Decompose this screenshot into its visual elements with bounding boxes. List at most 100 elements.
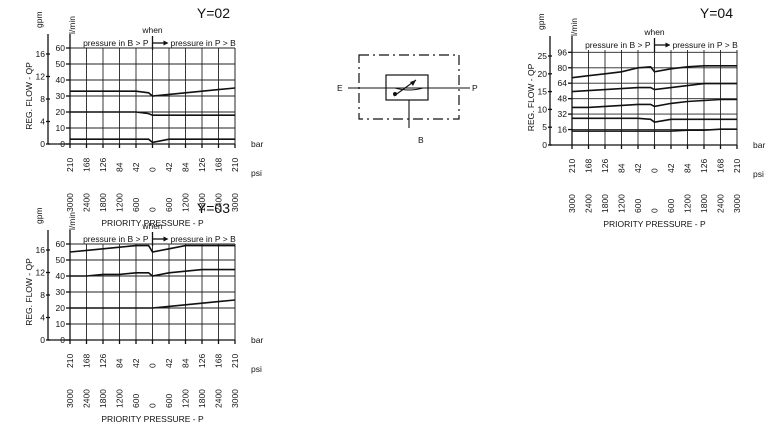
- bar-tick-label: 210: [732, 159, 742, 173]
- lmin-tick-label: 50: [56, 255, 66, 265]
- psi-tick-label: 1200: [115, 193, 125, 212]
- unit-psi: psi: [251, 168, 262, 178]
- lmin-tick-label: 60: [56, 239, 66, 249]
- chart-3: Y=04210300016824001261800841200426000042…: [526, 5, 765, 229]
- lmin-tick-label: 80: [558, 63, 568, 73]
- series-line-5: [572, 128, 737, 132]
- lmin-tick-label: 20: [56, 107, 66, 117]
- lmin-tick-label: 50: [56, 59, 66, 69]
- series-line-1: [70, 87, 236, 97]
- lmin-tick-label: 10: [56, 319, 66, 329]
- psi-tick-label: 0: [650, 208, 660, 213]
- unit-psi: psi: [251, 364, 262, 374]
- lmin-tick-label: 20: [56, 303, 66, 313]
- psi-tick-label: 3000: [230, 193, 240, 212]
- series-line-2: [70, 268, 235, 277]
- unit-lmin: l/min: [67, 16, 77, 34]
- bar-tick-label: 84: [617, 163, 627, 173]
- sensing-dot: [393, 92, 397, 96]
- annotation-right: pressure in P > B: [171, 38, 237, 48]
- psi-tick-label: 1800: [98, 193, 108, 212]
- annotation-arrow-head: [163, 40, 169, 46]
- annotation-when: when: [141, 25, 163, 35]
- psi-tick-label: 0: [148, 207, 158, 212]
- bar-tick-label: 84: [181, 162, 191, 172]
- bar-tick-label: 42: [666, 163, 676, 173]
- series-line-1: [69, 244, 235, 253]
- bar-tick-label: 84: [115, 162, 125, 172]
- psi-tick-label: 3000: [65, 389, 75, 408]
- psi-tick-label: 3000: [230, 389, 240, 408]
- bar-tick-label: 126: [197, 158, 207, 172]
- bar-tick-label: 210: [65, 158, 75, 172]
- gpm-tick-label: 12: [36, 268, 46, 278]
- series-line-3: [70, 138, 235, 144]
- lmin-tick-label: 40: [56, 271, 66, 281]
- port-e-label: E: [337, 83, 343, 93]
- bar-tick-label: 42: [131, 162, 141, 172]
- bar-tick-label: 126: [197, 354, 207, 368]
- psi-tick-label: 600: [633, 199, 643, 213]
- series-line-1: [571, 65, 737, 79]
- bar-tick-label: 84: [115, 358, 125, 368]
- bar-tick-label: 126: [600, 159, 610, 173]
- psi-tick-label: 2400: [584, 194, 594, 213]
- gpm-tick-label: 8: [40, 290, 45, 300]
- series-line-3: [572, 98, 737, 109]
- annotation-left: pressure in B > P: [83, 234, 149, 244]
- unit-psi: psi: [753, 169, 764, 179]
- gpm-tick-label: 16: [36, 245, 46, 255]
- lmin-tick-label: 40: [56, 75, 66, 85]
- bar-tick-label: 42: [164, 162, 174, 172]
- psi-tick-label: 600: [131, 198, 141, 212]
- unit-gpm: gpm: [34, 207, 44, 224]
- series-line-3: [70, 299, 236, 309]
- psi-tick-label: 1200: [181, 193, 191, 212]
- psi-tick-label: 2400: [82, 389, 92, 408]
- bar-tick-label: 0: [148, 167, 158, 172]
- psi-tick-label: 3000: [65, 193, 75, 212]
- gpm-tick-label: 0: [542, 140, 547, 150]
- psi-tick-label: 1800: [98, 389, 108, 408]
- gpm-tick-label: 0: [40, 335, 45, 345]
- y-axis-label: REG. FLOW - QP: [526, 63, 536, 131]
- lmin-tick-label: 32: [558, 109, 568, 119]
- orifice-curve: [394, 87, 424, 91]
- annotation-arrow-head: [665, 42, 671, 48]
- bar-tick-label: 126: [98, 354, 108, 368]
- psi-tick-label: 1200: [617, 194, 627, 213]
- bar-tick-label: 210: [567, 159, 577, 173]
- lmin-tick-label: 30: [56, 91, 66, 101]
- series-line-2: [70, 111, 235, 116]
- gpm-tick-label: 5: [542, 122, 547, 132]
- annotation-right: pressure in P > B: [673, 40, 739, 50]
- gpm-tick-label: 12: [36, 72, 46, 82]
- lmin-tick-label: 60: [56, 43, 66, 53]
- bar-tick-label: 168: [214, 354, 224, 368]
- valve-schematic: E P B: [337, 54, 478, 145]
- chart-title: Y=04: [700, 5, 733, 21]
- gpm-tick-label: 8: [40, 94, 45, 104]
- annotation-when: when: [643, 27, 665, 37]
- psi-tick-label: 1800: [600, 194, 610, 213]
- gpm-tick-label: 25: [538, 51, 548, 61]
- unit-gpm: gpm: [34, 11, 44, 28]
- gpm-tick-label: 16: [36, 49, 46, 59]
- lmin-tick-label: 48: [558, 94, 568, 104]
- chart-title: Y=03: [197, 200, 230, 216]
- bar-tick-label: 210: [230, 354, 240, 368]
- port-b-label: B: [418, 135, 424, 145]
- psi-tick-label: 1800: [699, 194, 709, 213]
- lmin-tick-label: 96: [558, 47, 568, 57]
- x-axis-label: PRIORITY PRESSURE - P: [101, 414, 204, 424]
- x-axis-label: PRIORITY PRESSURE - P: [603, 219, 706, 229]
- bar-tick-label: 0: [650, 168, 660, 173]
- unit-lmin: l/min: [569, 18, 579, 36]
- unit-bar: bar: [251, 335, 263, 345]
- chart-title: Y=02: [197, 5, 230, 21]
- annotation-left: pressure in B > P: [585, 40, 651, 50]
- unit-lmin: l/min: [67, 212, 77, 230]
- bar-tick-label: 210: [65, 354, 75, 368]
- lmin-tick-label: 30: [56, 287, 66, 297]
